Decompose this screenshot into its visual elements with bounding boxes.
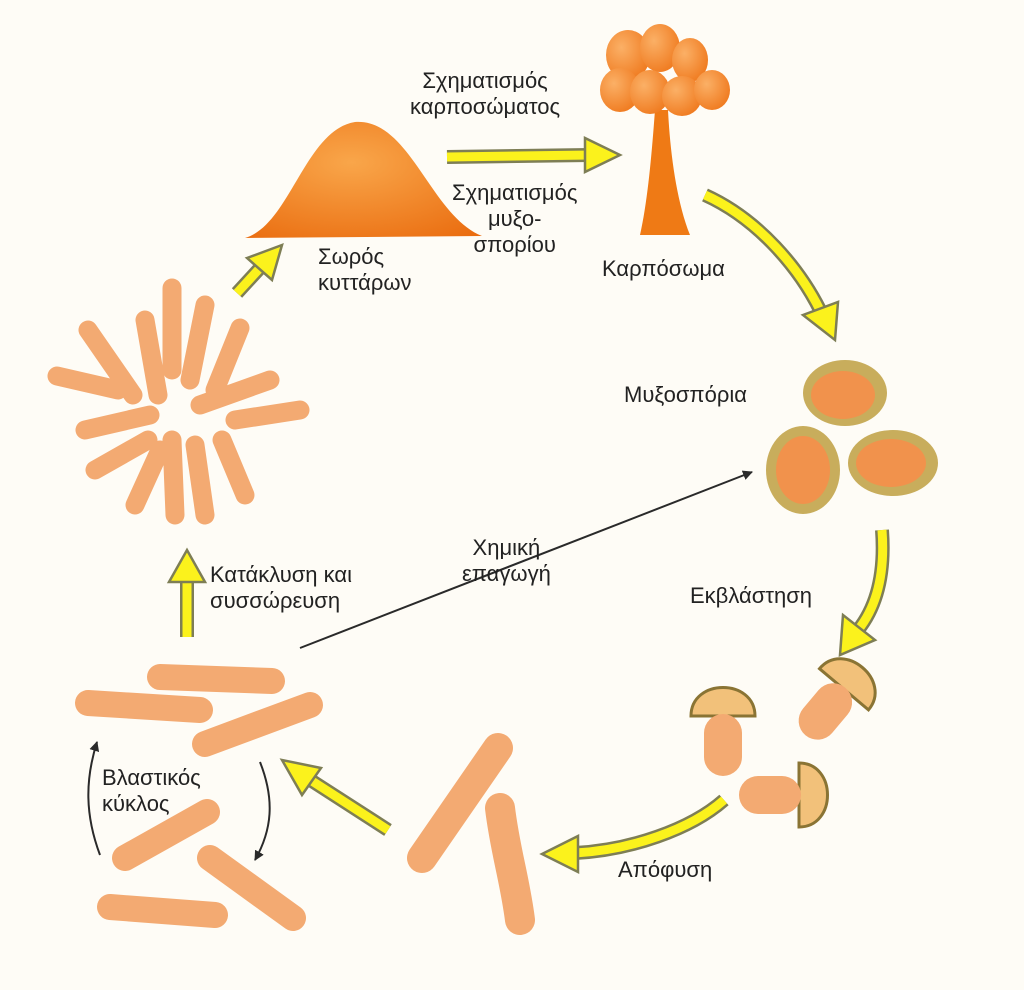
arrow-germination — [838, 529, 890, 657]
label-vegetative-cycle: Βλαστικός κύκλος — [102, 765, 201, 817]
label-chemical-induction: Χημική επαγωγή — [462, 535, 551, 587]
cycle-arrows — [166, 136, 890, 875]
myxospores — [766, 360, 938, 514]
arrow-to-vegetative — [279, 758, 392, 836]
label-line: Σωρός — [318, 244, 385, 269]
label-outgrowth: Απόφυση — [618, 857, 713, 882]
vegetative-cycle-arrow-down — [254, 761, 271, 861]
label-line: καρποσώματος — [410, 94, 561, 119]
germinating-spores — [689, 657, 877, 829]
label-myxospores: Μυξοσπόρια — [624, 382, 747, 407]
label-line: κύκλος — [102, 791, 170, 816]
arrow-to-mound — [231, 242, 284, 298]
label-line: Βλαστικός — [102, 765, 201, 790]
label-fruiting-body: Καρπόσωμα — [602, 256, 725, 281]
chemical-induction-arrow — [299, 470, 753, 649]
label-flooding-aggregation: Κατάκλυση και συσσώρευση — [210, 562, 352, 614]
label-line: σπορίου — [473, 232, 556, 257]
fruiting-body — [600, 24, 730, 235]
label-line: επαγωγή — [462, 561, 551, 586]
label-myxospore-formation: Σχηματισμός μυξο- σπορίου — [452, 180, 577, 258]
label-line: Κατάκλυση και — [210, 562, 352, 587]
label-fruiting-body-formation: Σχηματισμός καρποσώματος — [410, 68, 560, 120]
aggregating-cells — [47, 278, 310, 525]
label-cell-mound: Σωρός κυττάρων — [318, 244, 412, 296]
label-line: συσσώρευση — [210, 588, 341, 613]
label-line: Σχηματισμός — [452, 180, 578, 205]
emerging-rods — [407, 733, 535, 935]
vegetative-cells — [75, 664, 323, 931]
vegetative-cycle-arrow-up — [87, 741, 101, 856]
label-germination: Εκβλάστηση — [690, 583, 813, 608]
label-line: Χημική — [472, 535, 541, 560]
arrow-aggregation — [166, 547, 208, 637]
label-line: μυξο- — [487, 206, 542, 231]
label-line: Σχηματισμός — [422, 68, 548, 93]
label-line: κυττάρων — [318, 270, 412, 295]
arrow-outgrowth — [539, 794, 729, 875]
arrow-fruiting-formation — [446, 136, 623, 174]
cell-mound — [245, 121, 482, 238]
arrow-to-myxospores — [702, 188, 840, 343]
